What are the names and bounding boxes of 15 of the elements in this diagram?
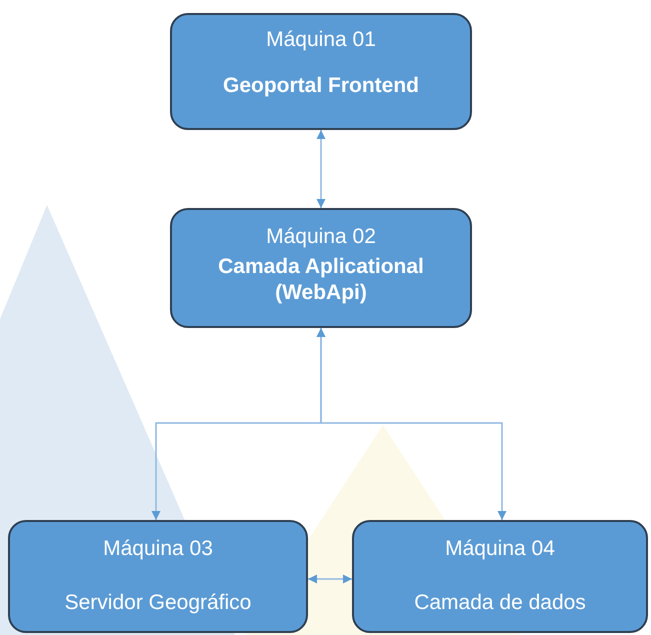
machine-name: Máquina 03	[103, 536, 213, 562]
machine-name: Máquina 01	[266, 27, 376, 53]
connector-arrow	[308, 574, 352, 584]
machine-role: Camada de dados	[414, 590, 586, 616]
machine-role: Geoportal Frontend	[223, 73, 419, 99]
machine-name: Máquina 02	[266, 224, 376, 250]
machine-box	[170, 208, 472, 328]
machine-box	[352, 520, 648, 633]
connector-arrow	[316, 130, 326, 208]
machine-box	[8, 520, 308, 633]
connector-arrow	[316, 328, 506, 520]
machine-role: Camada Aplicational (WebApi)	[217, 254, 425, 306]
machine-role: Servidor Geográfico	[64, 590, 252, 616]
machine-box	[170, 13, 472, 130]
machine-name: Máquina 04	[445, 536, 555, 562]
